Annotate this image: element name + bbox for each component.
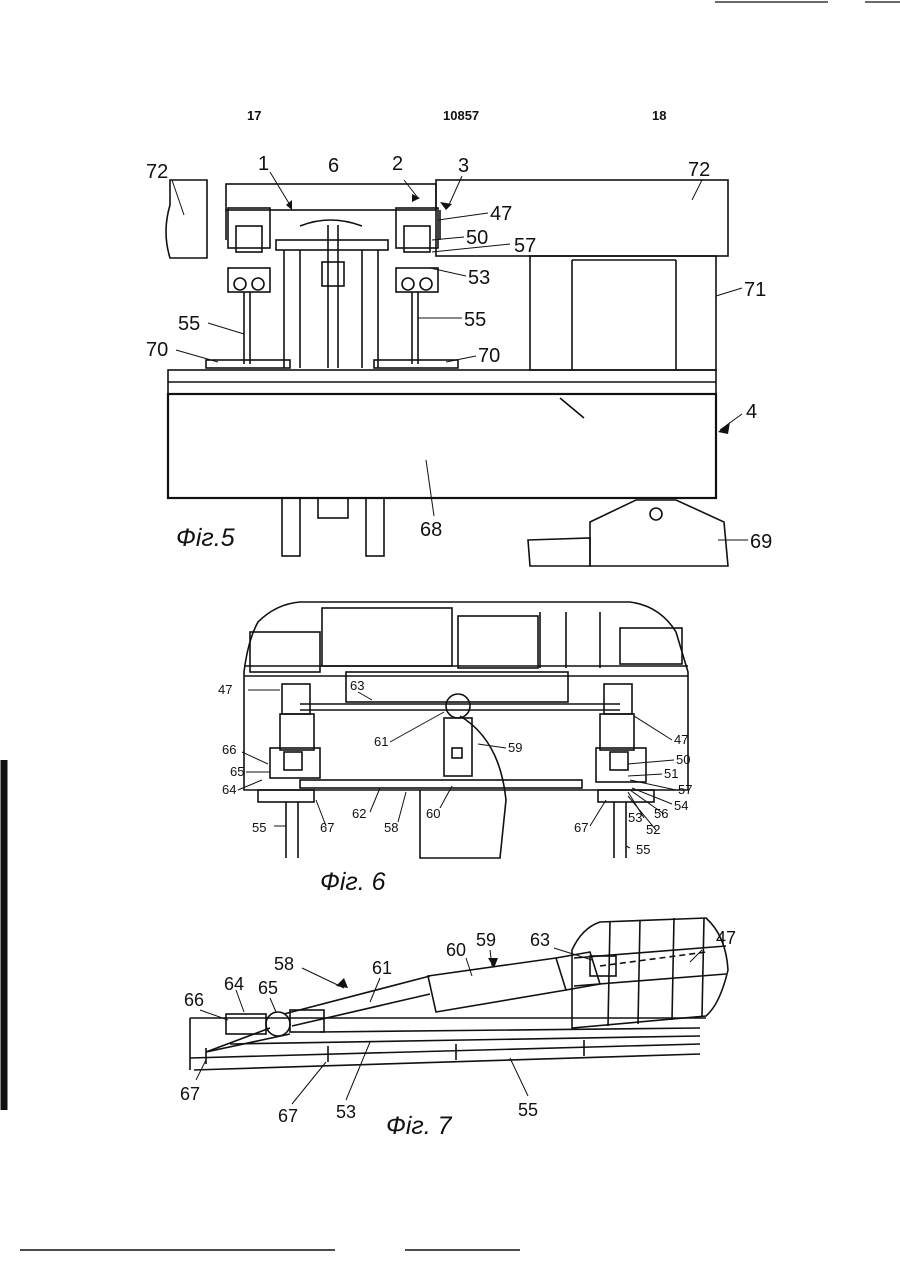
fig7-label: 67 (180, 1084, 200, 1104)
fig6-label: 54 (674, 798, 688, 813)
fig6-label: 55 (636, 842, 650, 857)
figure-6-caption: Фіг. 6 (320, 868, 386, 897)
fig7-label: 55 (518, 1100, 538, 1120)
fig6-label: 61 (374, 734, 388, 749)
fig5-label: 71 (744, 279, 766, 301)
fig7-label: 61 (372, 958, 392, 978)
fig7-label: 60 (446, 940, 466, 960)
fig5-label: 6 (328, 155, 339, 177)
figure-6-labels: 47 63 47 61 59 66 65 64 50 51 57 54 56 5… (218, 678, 692, 857)
fig6-label: 57 (678, 782, 692, 797)
fig6-label: 58 (384, 820, 398, 835)
fig6-label: 60 (426, 806, 440, 821)
figure-6-drawing (238, 602, 688, 858)
fig6-label: 63 (350, 678, 364, 693)
fig6-label: 51 (664, 766, 678, 781)
fig5-label: 72 (146, 161, 168, 183)
fig7-label: 58 (274, 954, 294, 974)
fig7-label: 67 (278, 1106, 298, 1126)
fig5-label: 70 (478, 345, 500, 367)
fig5-label: 72 (688, 159, 710, 181)
fig7-label: 53 (336, 1102, 356, 1122)
fig6-label: 67 (574, 820, 588, 835)
fig6-label: 52 (646, 822, 660, 837)
fig6-label: 53 (628, 810, 642, 825)
fig5-label: 3 (458, 155, 469, 177)
fig5-label: 47 (490, 203, 512, 225)
fig7-label: 59 (476, 930, 496, 950)
fig7-label: 65 (258, 978, 278, 998)
fig7-label: 47 (716, 928, 736, 948)
fig5-label: 57 (514, 235, 536, 257)
fig6-label: 59 (508, 740, 522, 755)
fig5-label: 55 (178, 313, 200, 335)
figure-5-caption: Фіг.5 (176, 524, 235, 553)
fig5-label: 1 (258, 153, 269, 175)
fig6-label: 55 (252, 820, 266, 835)
figure-5-drawing (166, 172, 748, 566)
fig5-label: 4 (746, 401, 757, 423)
fig6-label: 47 (674, 732, 688, 747)
fig6-label: 66 (222, 742, 236, 757)
fig5-label: 50 (466, 227, 488, 249)
fig5-label: 55 (464, 309, 486, 331)
fig6-label: 64 (222, 782, 236, 797)
fig7-label: 63 (530, 930, 550, 950)
fig5-label: 69 (750, 531, 772, 553)
figure-7-caption: Фіг. 7 (386, 1112, 452, 1141)
fig6-label: 47 (218, 682, 232, 697)
fig6-label: 56 (654, 806, 668, 821)
fig7-label: 66 (184, 990, 204, 1010)
fig7-label: 64 (224, 974, 244, 994)
fig5-label: 68 (420, 519, 442, 541)
figure-7-labels: 60 59 63 47 58 61 64 66 65 67 67 53 55 (180, 928, 736, 1126)
fig5-label: 53 (468, 267, 490, 289)
fig6-label: 50 (676, 752, 690, 767)
fig5-label: 70 (146, 339, 168, 361)
fig6-label: 65 (230, 764, 244, 779)
fig6-label: 62 (352, 806, 366, 821)
fig5-label: 2 (392, 153, 403, 175)
figure-5-labels: 72 1 6 2 3 72 47 50 57 53 71 55 55 70 70… (146, 153, 772, 553)
fig6-label: 67 (320, 820, 334, 835)
